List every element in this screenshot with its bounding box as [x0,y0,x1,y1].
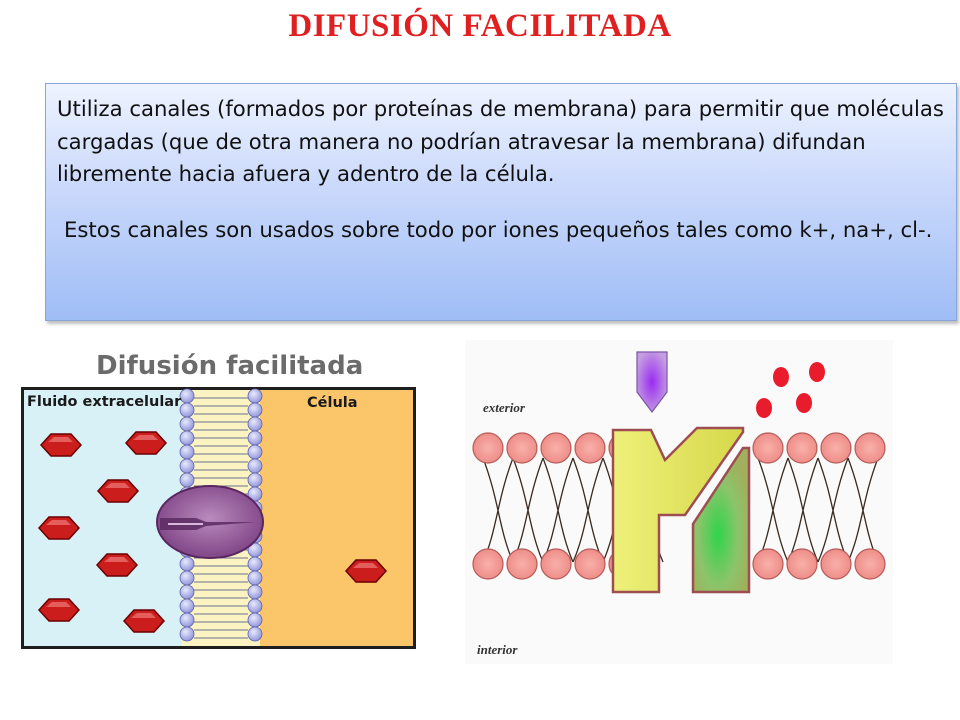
paragraph-ions: Estos canales son usados sobre todo por … [64,216,933,242]
ion [97,479,139,503]
ion [38,516,80,540]
channel-protein-green [691,446,751,594]
ions [756,362,825,418]
ion [125,431,167,455]
label-interior: interior [477,642,518,657]
ion [773,367,789,387]
figure-heading: Difusión facilitada [96,351,363,381]
label-exterior: exterior [483,400,526,415]
ion [756,398,772,418]
paragraph-channels: Utiliza canales (formados por proteínas … [57,96,944,186]
cell-interior [248,390,413,646]
ion [96,553,138,577]
signal-molecule [636,351,668,413]
ion [40,433,82,457]
label-extracellular: Fluido extracelular [27,394,182,410]
channel-protein-yellow [611,426,745,594]
membrane-channel-diagram: exterior interior [465,340,893,664]
phospholipid-heads-top [472,432,886,464]
ion [796,393,812,413]
slide-title: DIFUSIÓN FACILITADA [288,8,672,44]
label-cell: Célula [307,395,358,411]
ion [345,559,387,583]
description-box: Utiliza canales (formados por proteínas … [45,83,957,321]
facilitated-diffusion-figure: Difusión facilitada Fluido extracelular … [21,351,416,649]
channel-protein [156,485,264,559]
ion [809,362,825,382]
ion [123,609,165,633]
ion [38,598,80,622]
